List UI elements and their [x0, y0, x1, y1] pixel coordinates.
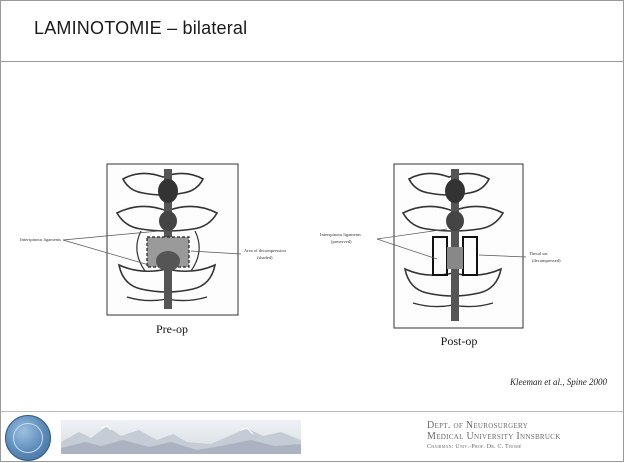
title-divider	[1, 61, 623, 62]
pre-op-label-left: Interspinous ligaments	[20, 237, 61, 242]
pre-op-label-right-1: Area of decompression	[244, 248, 286, 253]
pre-op-panel	[63, 164, 241, 315]
post-op-panel	[377, 164, 526, 328]
mountain-silhouette	[61, 420, 301, 454]
chairman-line: Chairman: Univ.-Prof. Dr. C. Thomé	[427, 442, 561, 453]
university-name: Medical University Innsbruck	[427, 431, 561, 442]
post-op-label-left-2: (preserved)	[331, 239, 352, 244]
dept-name: Dept. of Neurosurgery	[427, 420, 561, 431]
post-op-caption: Post-op	[441, 334, 478, 348]
title-bar: LAMINOTOMIE – bilateral	[1, 1, 623, 61]
footer: Dept. of Neurosurgery Medical University…	[1, 411, 623, 463]
pre-op-label-right-2: (shaded)	[257, 255, 273, 260]
spine-figure: Interspinous ligaments Area of decompres…	[1, 161, 623, 361]
pre-op-caption: Pre-op	[156, 322, 188, 336]
post-op-label-right-2: (decompressed)	[532, 258, 561, 263]
slide-title: LAMINOTOMIE – bilateral	[34, 18, 247, 39]
department-block: Dept. of Neurosurgery Medical University…	[427, 420, 561, 453]
seal-ring	[13, 423, 43, 453]
spine-illustration: Interspinous ligaments Area of decompres…	[1, 161, 623, 361]
post-op-label-left-1: Interspinous ligaments	[320, 232, 361, 237]
post-op-label-right-1: Thecal sac	[529, 251, 548, 256]
mountain-banner-image	[61, 420, 301, 454]
university-seal-logo	[5, 415, 51, 461]
footer-divider	[1, 411, 623, 412]
citation: Kleeman et al., Spine 2000	[510, 377, 607, 387]
